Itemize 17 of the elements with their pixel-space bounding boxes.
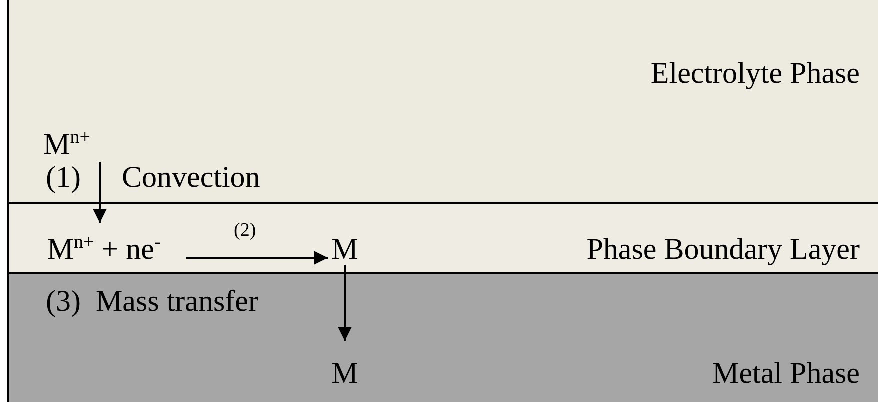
species-label: M$^{n+}$ — [22, 128, 112, 162]
phase-band — [8, 272, 878, 402]
arrow — [338, 265, 352, 341]
step-number: (3) Mass transfer — [46, 285, 258, 319]
arrow — [186, 251, 328, 265]
phase-label: Electrolyte Phase — [650, 57, 860, 91]
phase-label: Phase Boundary Layer — [586, 233, 860, 267]
step-number: (2) — [234, 219, 256, 243]
step-number: (1) — [46, 161, 81, 195]
phase-label: Metal Phase — [712, 357, 860, 391]
species-label: M — [328, 343, 362, 391]
phase-band — [8, 202, 878, 272]
species-label: M$^{n+}$ + ne$^{-}$ — [22, 225, 186, 267]
arrow — [93, 162, 107, 223]
phase-band — [8, 0, 878, 202]
species-label: M — [328, 233, 362, 267]
step-name: Convection — [122, 161, 260, 195]
